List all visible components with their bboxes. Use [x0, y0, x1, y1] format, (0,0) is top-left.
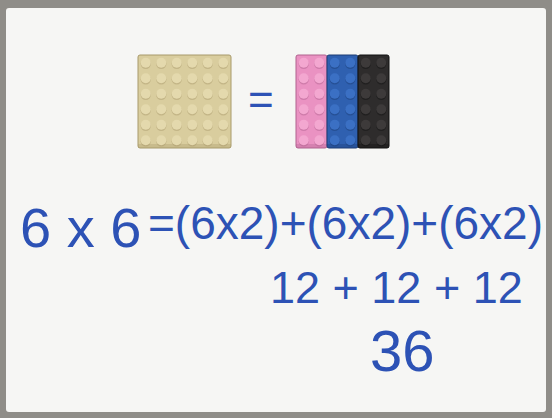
black-plate	[358, 55, 389, 148]
tan-plate	[138, 55, 231, 148]
math-result: 36	[370, 322, 435, 380]
math-sum: 12 + 12 + 12	[270, 265, 523, 310]
math-expression: 6 x 6	[20, 200, 141, 256]
equals-sign: =	[248, 78, 274, 122]
math-expression: =(6x2)+(6x2)+(6x2)	[148, 200, 543, 246]
blue-plate	[327, 55, 358, 148]
pink-plate	[296, 55, 327, 148]
